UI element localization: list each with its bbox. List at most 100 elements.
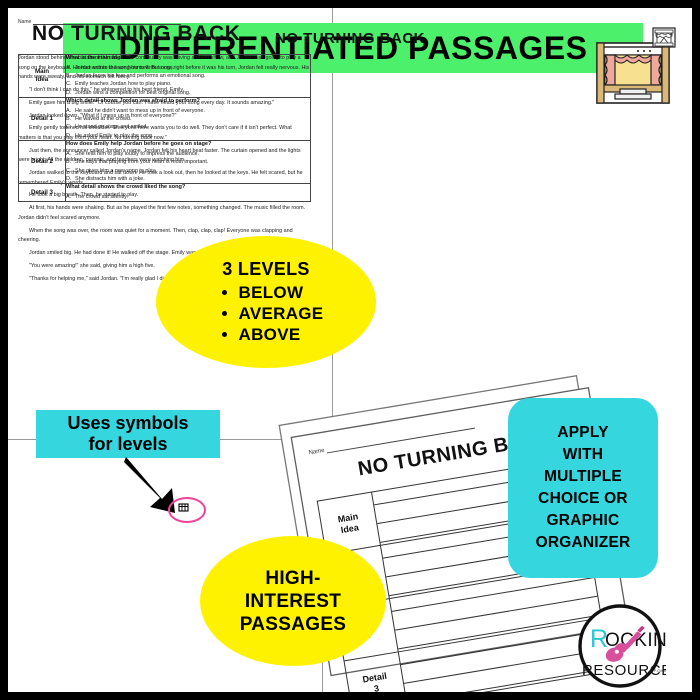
callout-line: INTEREST [244, 590, 342, 612]
row-label: Detail 2 [18, 140, 66, 185]
name-rule [33, 17, 182, 25]
row-question-cell: What detail shows the crowd liked the so… [65, 183, 311, 203]
answer-option[interactable]: C.Emily teaches Jordan how to play piano… [66, 80, 310, 88]
answer-option[interactable]: C.He stood on stage and smiled. [66, 123, 310, 131]
option-letter: D. [66, 89, 72, 96]
option-text: She tells him to play loudly to impress … [75, 150, 200, 157]
answer-option[interactable]: A.She tells him to play loudly to impres… [66, 150, 310, 158]
logo-text-resources: RESOURCES [582, 662, 666, 679]
level-symbol-highlight-circle [168, 497, 206, 523]
option-letter: B. [66, 116, 72, 123]
answer-option[interactable]: B.He waved at the crowd. [66, 115, 310, 123]
row-question-cell: Which detail shows Jordan was afraid to … [65, 97, 311, 142]
callout-line: WITH [562, 446, 604, 463]
callout-line: MULTIPLE [544, 468, 622, 485]
product-cover-sheet: DIFFERENTIATED PASSAGES NO TURNING BACK [8, 8, 692, 692]
option-text: He said he didn't want to mess up in fro… [75, 107, 205, 114]
callout-line: Uses symbols [67, 413, 189, 433]
passage-copyright: ©P.Olivo [650, 668, 666, 673]
callout-line: APPLY [557, 424, 609, 441]
answer-option[interactable]: A.The crowd sat silently. [66, 193, 310, 201]
callout-line: HIGH- [265, 567, 321, 589]
callout-line: ORGANIZER [535, 534, 631, 551]
option-text: She distracts him with a joke. [75, 175, 145, 182]
option-letter: B. [66, 72, 72, 79]
option-letter: D. [66, 132, 72, 139]
table-row: Detail 1 Which detail shows Jordan was a… [18, 97, 311, 142]
answer-option[interactable]: A.He said he didn't want to mess up in f… [66, 107, 310, 115]
passage-paragraph: Jordan smiled big. He had done it! He wa… [29, 249, 216, 256]
option-letter: D. [66, 175, 72, 182]
worksheet-title-row: NO TURNING BACK [18, 27, 682, 48]
callout-line: CHOICE OR [538, 490, 628, 507]
answer-option[interactable]: B.She says that playing from your heart … [66, 158, 310, 166]
guitar-icon [605, 625, 645, 662]
worksheet-title: NO TURNING BACK [275, 30, 425, 47]
table-row: Detail 2 How does Emily help Jordan befo… [18, 140, 311, 185]
option-text: Emily teaches Jordan how to play piano. [75, 81, 172, 88]
list-item: AVERAGE [239, 303, 324, 324]
option-letter: A. [66, 150, 72, 157]
question-stem: What is the main idea? [66, 55, 127, 61]
row-question-cell: How does Emily help Jordan before he goe… [65, 140, 311, 185]
callout-three-levels: 3 LEVELS BELOW AVERAGE ABOVE [156, 236, 376, 368]
answer-option[interactable]: C.She gives him a new song to play. [66, 167, 310, 175]
option-text: Jordan wins a competition for best origi… [75, 89, 191, 96]
option-letter: C. [66, 167, 72, 174]
passage-paragraph: "Thanks for helping me," said Jordan. "I… [29, 275, 195, 282]
callout-line: GRAPHIC [546, 512, 620, 529]
option-text: She gives him a new song to play. [75, 167, 157, 174]
row-question-cell: What is the main idea? A.Jordan wants to… [65, 53, 311, 99]
worksheet-name-field[interactable]: Name [18, 17, 682, 25]
level-symbol-icon [178, 503, 189, 512]
option-letter: A. [66, 193, 72, 200]
callout-heading: 3 LEVELS [222, 259, 310, 279]
callout-levels-list: BELOW AVERAGE ABOVE [209, 282, 324, 345]
callout-line: PASSAGES [239, 613, 347, 635]
option-text: He asked Emily to play the song. [75, 132, 154, 139]
answer-option[interactable]: A.Jordan wants to learn how to write son… [66, 64, 310, 72]
option-letter: C. [66, 124, 72, 131]
row-label: Detail 3 [18, 183, 66, 203]
logo-letter-r: R [590, 625, 608, 653]
passage-paragraph: "You were amazing!" she said, giving him… [29, 262, 155, 269]
question-stem: What detail shows the crowd liked the so… [66, 184, 186, 191]
callout-line: for levels [88, 434, 168, 454]
option-text: He waved at the crowd. [75, 116, 132, 123]
theater-stage-icon [596, 42, 670, 104]
option-letter: C. [66, 81, 72, 88]
question-stem: Which detail shows Jordan was afraid to … [66, 98, 200, 105]
list-item: ABOVE [239, 324, 324, 345]
answer-option[interactable]: B.Jordan faces his fear and performs an … [66, 72, 310, 80]
question-stem: How does Emily help Jordan before he goe… [66, 141, 212, 148]
row-label: Detail 1 [18, 97, 66, 142]
option-text: He stood on stage and smiled. [75, 124, 148, 131]
callout-high-interest: HIGH- INTEREST PASSAGES [200, 536, 386, 666]
option-letter: B. [66, 159, 72, 166]
callout-apply-with: APPLY WITH MULTIPLE CHOICE OR GRAPHIC OR… [508, 398, 658, 578]
option-text: The crowd sat silently. [75, 193, 128, 200]
rockin-resources-logo: R OCKIN RESOURCES [578, 604, 666, 688]
list-item: BELOW [239, 282, 324, 303]
option-letter: A. [66, 64, 72, 71]
option-letter: A. [66, 107, 72, 114]
pointer-arrow-icon [124, 457, 175, 513]
callout-uses-symbols: Uses symbols for levels [36, 410, 220, 458]
table-row: Detail 3 What detail shows the crowd lik… [18, 183, 311, 203]
name-label: Name [18, 19, 32, 25]
passage-paragraph: At first, his hands were shaking. But as… [18, 205, 306, 221]
answer-option[interactable]: D.He asked Emily to play the song. [66, 132, 310, 140]
passage-title: NO TURNING BACK [32, 22, 241, 45]
answer-option[interactable]: D.She distracts him with a joke. [66, 175, 310, 183]
theater-stage-icon [652, 27, 676, 48]
passage-paragraph: When the song was over, the room was qui… [18, 227, 293, 244]
answer-option[interactable]: D.Jordan wins a competition for best ori… [66, 89, 310, 97]
option-text: Jordan faces his fear and performs an em… [75, 72, 206, 79]
option-text: She says that playing from your heart is… [75, 159, 209, 166]
